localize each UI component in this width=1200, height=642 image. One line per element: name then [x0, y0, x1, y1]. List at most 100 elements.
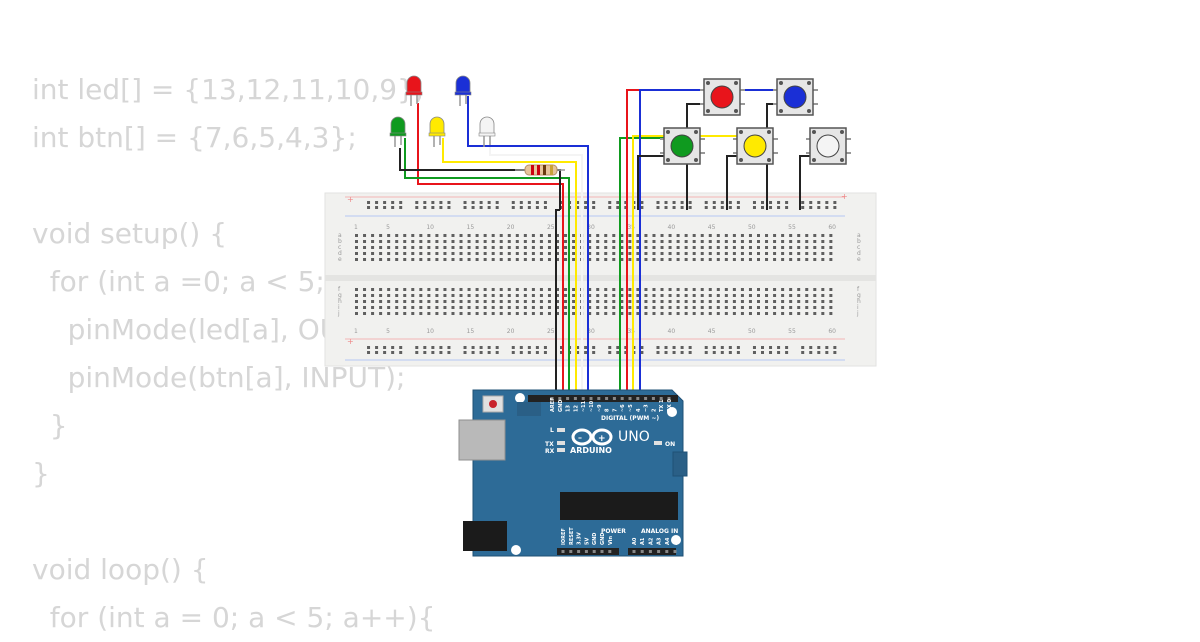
arduino-pin-label: ~5 — [628, 404, 634, 412]
arduino-pin-label: ~9 — [597, 404, 603, 412]
breadboard-column-number: 15 — [467, 328, 475, 335]
arduino-pin-label: ~11 — [581, 400, 587, 412]
breadboard-row-letter: f — [338, 286, 341, 293]
breadboard-row-letter: f — [857, 286, 860, 293]
infinity-logo-minus: – — [578, 433, 582, 442]
breadboard-row-letter: h — [857, 298, 861, 305]
arduino-pin-label: GND — [600, 533, 606, 545]
red-push-button — [700, 78, 745, 116]
breadboard-column-number: 20 — [507, 224, 515, 231]
yellow-led — [428, 116, 446, 147]
arduino-pin-label: A5 — [673, 537, 679, 545]
svg-text:+: + — [347, 195, 354, 204]
code-line: for (int a = 0; a < 5; a++){ — [32, 601, 436, 634]
power-label: POWER — [601, 528, 626, 535]
svg-text:+: + — [841, 192, 848, 201]
arduino-pin-label: ~10 — [589, 400, 595, 412]
arduino-pin-label: 4 — [636, 408, 642, 412]
breadboard: + + + 1155101015152020252530303535404045… — [324, 192, 877, 367]
breadboard-row-letter: e — [338, 256, 342, 263]
breadboard-row-letter: b — [857, 238, 861, 245]
green-push-button — [660, 127, 705, 165]
wires — [399, 89, 811, 398]
arduino-uno-board: – + ARDUINO UNO DIGITAL (PWM ~) ON L TX … — [458, 389, 688, 557]
breadboard-column-number: 50 — [748, 328, 756, 335]
atmega-chip — [560, 492, 678, 520]
breadboard-column-number: 10 — [426, 328, 434, 335]
breadboard-row-letter: h — [338, 298, 342, 305]
breadboard-column-number: 55 — [788, 224, 796, 231]
breadboard-column-number: 45 — [708, 224, 716, 231]
breadboard-column-number: 30 — [587, 224, 595, 231]
wire-red-led13 — [417, 103, 564, 398]
reset-button-knob — [489, 400, 497, 408]
blue-led — [454, 75, 472, 106]
power-header — [557, 548, 619, 555]
digital-header — [528, 395, 678, 402]
analog-in-label: ANALOG IN — [641, 528, 678, 535]
rx-led-label: RX — [545, 448, 555, 455]
white-push-button — [806, 127, 851, 165]
breadboard-column-number: 55 — [788, 328, 796, 335]
breadboard-row-letter: i — [857, 304, 859, 311]
arduino-pin-label: RX 0 — [667, 399, 673, 412]
analog-header — [628, 548, 676, 555]
breadboard-column-number: 1 — [354, 328, 358, 335]
leds — [389, 75, 496, 147]
red-led — [405, 75, 423, 106]
arduino-pin-label: TX 1 — [659, 399, 665, 412]
wire-black-btn-gnd-4 — [799, 155, 811, 210]
arduino-pin-label: A3 — [657, 537, 663, 545]
breadboard-column-number: 1 — [354, 224, 358, 231]
usb-port — [458, 419, 506, 461]
arduino-pin-label: RESET — [569, 527, 575, 545]
breadboard-column-number: 40 — [668, 224, 676, 231]
code-line: int led[] = {13,12,11,10,9}; — [32, 73, 425, 106]
svg-text:+: + — [347, 337, 354, 346]
breadboard-row-letter: e — [857, 256, 861, 263]
breadboard-row-letter: j — [337, 310, 340, 317]
arduino-pin-label: 12 — [573, 405, 579, 412]
on-led-label: ON — [665, 441, 675, 448]
tx-led-label: TX — [545, 441, 554, 448]
breadboard-column-number: 50 — [748, 224, 756, 231]
infinity-logo-plus: + — [598, 434, 606, 444]
arduino-pin-label: 13 — [566, 405, 572, 412]
green-led — [389, 116, 407, 147]
arduino-pin-label: 8 — [605, 408, 611, 412]
push-buttons — [660, 78, 851, 165]
arduino-pin-label: ~3 — [644, 404, 650, 412]
wire-black-btn-gnd-5 — [637, 155, 666, 210]
breadboard-column-number: 15 — [467, 224, 475, 231]
wire-yellow-led11 — [442, 138, 577, 398]
arduino-pin-label: A0 — [632, 537, 638, 545]
arduino-pin-label: GND — [558, 400, 564, 412]
breadboard-row-letter: g — [338, 292, 342, 299]
arduino-pin-label: Vin — [608, 536, 614, 545]
breadboard-row-letter: c — [338, 244, 341, 251]
breadboard-row-letter: c — [857, 244, 860, 251]
digital-pwm-label: DIGITAL (PWM ~) — [601, 415, 659, 422]
code-line: } — [32, 457, 50, 490]
breadboard-row-letter: a — [857, 232, 861, 239]
breadboard-column-number: 5 — [386, 328, 390, 335]
code-line: void loop() { — [32, 553, 209, 586]
breadboard-row-letter: a — [338, 232, 342, 239]
breadboard-column-number: 45 — [708, 328, 716, 335]
arduino-model-label: UNO — [618, 429, 650, 445]
wire-yellow-btn5 — [632, 135, 740, 398]
arduino-pin-label: A2 — [648, 537, 654, 545]
arduino-pin-label: GND — [592, 533, 598, 545]
breadboard-column-number: 35 — [627, 224, 635, 231]
arduino-pin-label: A1 — [640, 537, 646, 545]
arduino-pin-label: 5V — [584, 538, 590, 545]
breadboard-column-number: 25 — [547, 224, 555, 231]
breadboard-row-letter: d — [857, 250, 861, 257]
code-line: void setup() { — [32, 217, 228, 250]
arduino-pin-label: A4 — [665, 537, 671, 545]
code-line: int btn[] = {7,6,5,4,3}; — [32, 121, 357, 154]
breadboard-column-number: 25 — [547, 328, 555, 335]
arduino-pin-label: 3.3V — [577, 532, 583, 545]
resistor — [515, 164, 565, 176]
yellow-push-button — [733, 127, 778, 165]
